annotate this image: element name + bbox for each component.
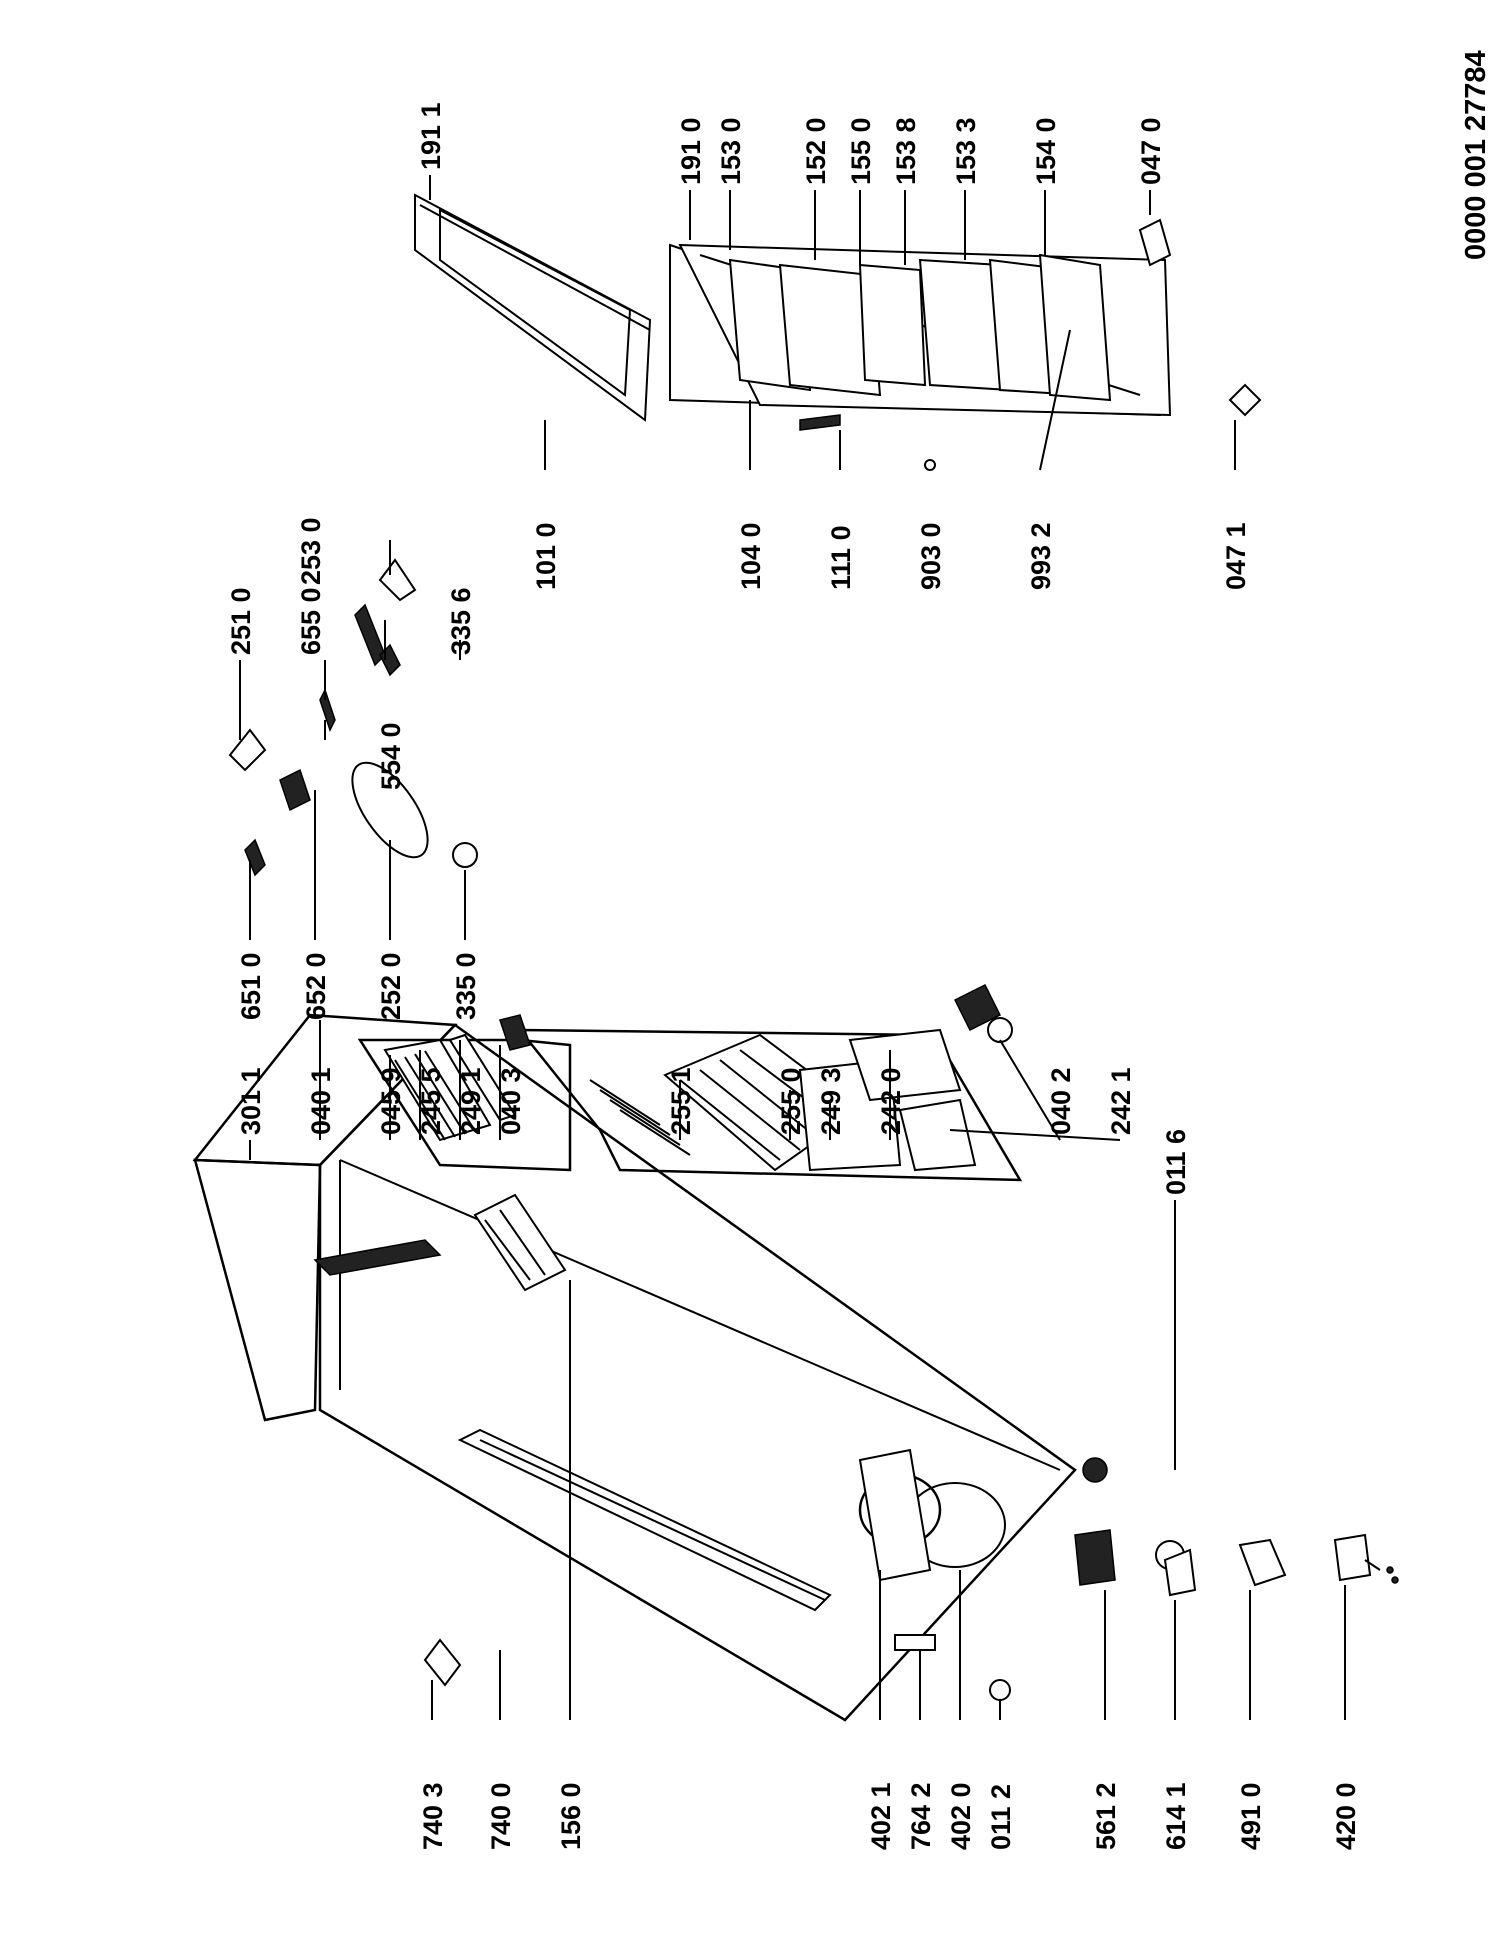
callout-249-3: 249 3 <box>816 1067 846 1135</box>
callout-255-1: 255 1 <box>666 1067 696 1135</box>
electrical-parts <box>1074 1529 1399 1597</box>
thermostat-assembly <box>228 558 478 877</box>
callout-402-0: 402 0 <box>946 1782 976 1850</box>
callout-047-1: 047 1 <box>1221 522 1251 590</box>
callout-011-2: 011 2 <box>986 1784 1016 1850</box>
callout-242-0: 242 0 <box>876 1067 906 1135</box>
callout-153-0: 153 0 <box>716 117 746 185</box>
drawing-reference-number: 0000 001 27784 <box>1460 50 1492 260</box>
callout-040-2: 040 2 <box>1046 1067 1076 1135</box>
callout-614-1: 614 1 <box>1161 1782 1191 1850</box>
callout-011-6: 011 6 <box>1161 1129 1191 1195</box>
callout-104-0: 104 0 <box>736 522 766 590</box>
callout-561-2: 561 2 <box>1091 1782 1121 1850</box>
callout-labels: 740 3 740 0 156 0 402 1 764 2 402 0 011 … <box>226 50 1492 1850</box>
callout-655-0: 655 0 <box>296 587 326 655</box>
leader-lines <box>239 175 1346 1720</box>
callout-335-0: 335 0 <box>451 952 481 1020</box>
callout-253-0: 253 0 <box>296 517 326 585</box>
callout-252-0: 252 0 <box>376 952 406 1020</box>
callout-651-0: 651 0 <box>236 952 266 1020</box>
callout-040-3: 040 3 <box>496 1067 526 1135</box>
callout-101-0: 101 0 <box>531 522 561 590</box>
callout-156-0: 156 0 <box>556 1782 586 1850</box>
callout-491-0: 491 0 <box>1236 1782 1266 1850</box>
callout-903-0: 903 0 <box>916 522 946 590</box>
callout-255-0: 255 0 <box>776 1067 806 1135</box>
callout-554-0: 554 0 <box>376 722 406 790</box>
callout-191-0: 191 0 <box>676 117 706 185</box>
callout-402-1: 402 1 <box>866 1782 896 1850</box>
callout-242-1: 242 1 <box>1106 1067 1136 1135</box>
callout-764-2: 764 2 <box>906 1782 936 1850</box>
callout-111-0: 111 0 <box>826 525 856 590</box>
callout-993-2: 993 2 <box>1026 522 1056 590</box>
callout-335-6: 335 6 <box>446 587 476 655</box>
leveling-feet <box>1138 218 1262 417</box>
fridge-door <box>669 243 1172 471</box>
callout-740-0: 740 0 <box>486 1782 516 1850</box>
callout-045-9: 045 9 <box>376 1067 406 1135</box>
callout-153-8: 153 8 <box>891 117 921 185</box>
callout-740-3: 740 3 <box>418 1782 448 1850</box>
callout-301-1: 301 1 <box>236 1067 266 1135</box>
callout-191-1: 191 1 <box>416 102 446 170</box>
callout-153-3: 153 3 <box>951 117 981 185</box>
cabinet-body <box>192 983 1108 1722</box>
callout-155-0: 155 0 <box>846 117 876 185</box>
callout-652-0: 652 0 <box>301 952 331 1020</box>
freezer-door <box>414 193 652 422</box>
callout-249-1: 249 1 <box>456 1067 486 1135</box>
callout-245-5: 245 5 <box>416 1067 446 1135</box>
callout-152-0: 152 0 <box>801 117 831 185</box>
callout-251-0: 251 0 <box>226 587 256 655</box>
callout-420-0: 420 0 <box>1331 1782 1361 1850</box>
callout-040-1: 040 1 <box>306 1067 336 1135</box>
callout-047-0: 047 0 <box>1136 117 1166 185</box>
callout-154-0: 154 0 <box>1031 117 1061 185</box>
